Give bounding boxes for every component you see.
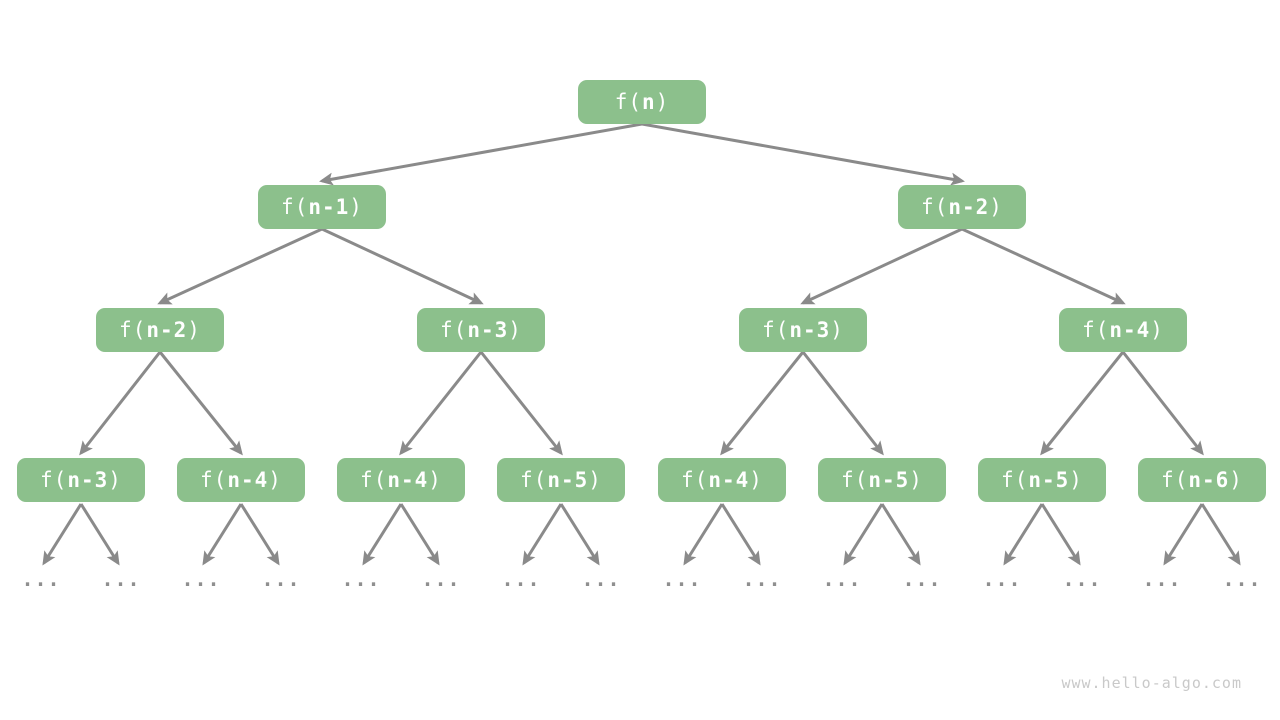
tree-node: f(n-2) xyxy=(96,308,224,352)
label-arg: n-5 xyxy=(547,468,589,492)
label-arg: n-4 xyxy=(387,468,429,492)
watermark: www.hello-algo.com xyxy=(1061,674,1242,692)
label-close: ) xyxy=(108,468,122,492)
label-open: f( xyxy=(1001,468,1029,492)
tree-node: f(n-1) xyxy=(258,185,386,229)
label-close: ) xyxy=(909,468,923,492)
label-open: f( xyxy=(281,195,309,219)
label-open: f( xyxy=(614,90,642,114)
ellipsis-leaf: ... xyxy=(1062,567,1102,591)
ellipsis-leaf: ... xyxy=(902,567,942,591)
label-open: f( xyxy=(841,468,869,492)
label-arg: n-6 xyxy=(1188,468,1230,492)
ellipsis-leaf: ... xyxy=(421,567,461,591)
label-close: ) xyxy=(989,195,1003,219)
ellipsis-leaf: ... xyxy=(1222,567,1262,591)
label-close: ) xyxy=(1150,318,1164,342)
ellipsis-leaf: ... xyxy=(21,567,61,591)
tree-node: f(n-5) xyxy=(978,458,1106,502)
label-close: ) xyxy=(268,468,282,492)
label-open: f( xyxy=(40,468,68,492)
label-open: f( xyxy=(360,468,388,492)
label-close: ) xyxy=(830,318,844,342)
ellipsis-leaf: ... xyxy=(341,567,381,591)
ellipsis-leaf: ... xyxy=(662,567,702,591)
label-close: ) xyxy=(1069,468,1083,492)
label-open: f( xyxy=(1082,318,1110,342)
tree-node: f(n-3) xyxy=(739,308,867,352)
label-open: f( xyxy=(681,468,709,492)
tree-node: f(n-5) xyxy=(497,458,625,502)
ellipsis-leaf: ... xyxy=(581,567,621,591)
label-close: ) xyxy=(1229,468,1243,492)
label-close: ) xyxy=(749,468,763,492)
ellipsis-leaf: ... xyxy=(1142,567,1182,591)
label-open: f( xyxy=(762,318,790,342)
ellipsis-leaf: ... xyxy=(742,567,782,591)
label-arg: n-5 xyxy=(868,468,910,492)
tree-node: f(n-3) xyxy=(17,458,145,502)
label-arg: n-2 xyxy=(146,318,188,342)
label-arg: n-4 xyxy=(1109,318,1151,342)
label-arg: n-3 xyxy=(467,318,509,342)
tree-node: f(n-6) xyxy=(1138,458,1266,502)
label-open: f( xyxy=(200,468,228,492)
tree-node: f(n-5) xyxy=(818,458,946,502)
label-arg: n xyxy=(641,90,656,114)
label-arg: n-1 xyxy=(308,195,350,219)
tree-node: f(n-4) xyxy=(177,458,305,502)
label-open: f( xyxy=(1161,468,1189,492)
label-close: ) xyxy=(428,468,442,492)
ellipsis-leaf: ... xyxy=(261,567,301,591)
label-open: f( xyxy=(520,468,548,492)
label-arg: n-4 xyxy=(227,468,269,492)
label-arg: n-3 xyxy=(789,318,831,342)
label-close: ) xyxy=(187,318,201,342)
label-close: ) xyxy=(349,195,363,219)
ellipsis-leaf: ... xyxy=(982,567,1022,591)
label-arg: n-4 xyxy=(708,468,750,492)
ellipsis-leaf: ... xyxy=(181,567,221,591)
label-open: f( xyxy=(921,195,949,219)
tree-node: f(n-3) xyxy=(417,308,545,352)
label-arg: n-2 xyxy=(948,195,990,219)
label-open: f( xyxy=(119,318,147,342)
tree-node: f(n-2) xyxy=(898,185,1026,229)
label-open: f( xyxy=(440,318,468,342)
label-close: ) xyxy=(588,468,602,492)
ellipsis-leaf: ... xyxy=(101,567,141,591)
label-close: ) xyxy=(655,90,670,114)
tree-node: f(n-4) xyxy=(658,458,786,502)
tree-node-root: f(n) xyxy=(578,80,706,124)
label-close: ) xyxy=(508,318,522,342)
label-arg: n-3 xyxy=(67,468,109,492)
label-arg: n-5 xyxy=(1028,468,1070,492)
tree-node: f(n-4) xyxy=(337,458,465,502)
ellipsis-leaf: ... xyxy=(822,567,862,591)
tree-node: f(n-4) xyxy=(1059,308,1187,352)
ellipsis-leaf: ... xyxy=(501,567,541,591)
